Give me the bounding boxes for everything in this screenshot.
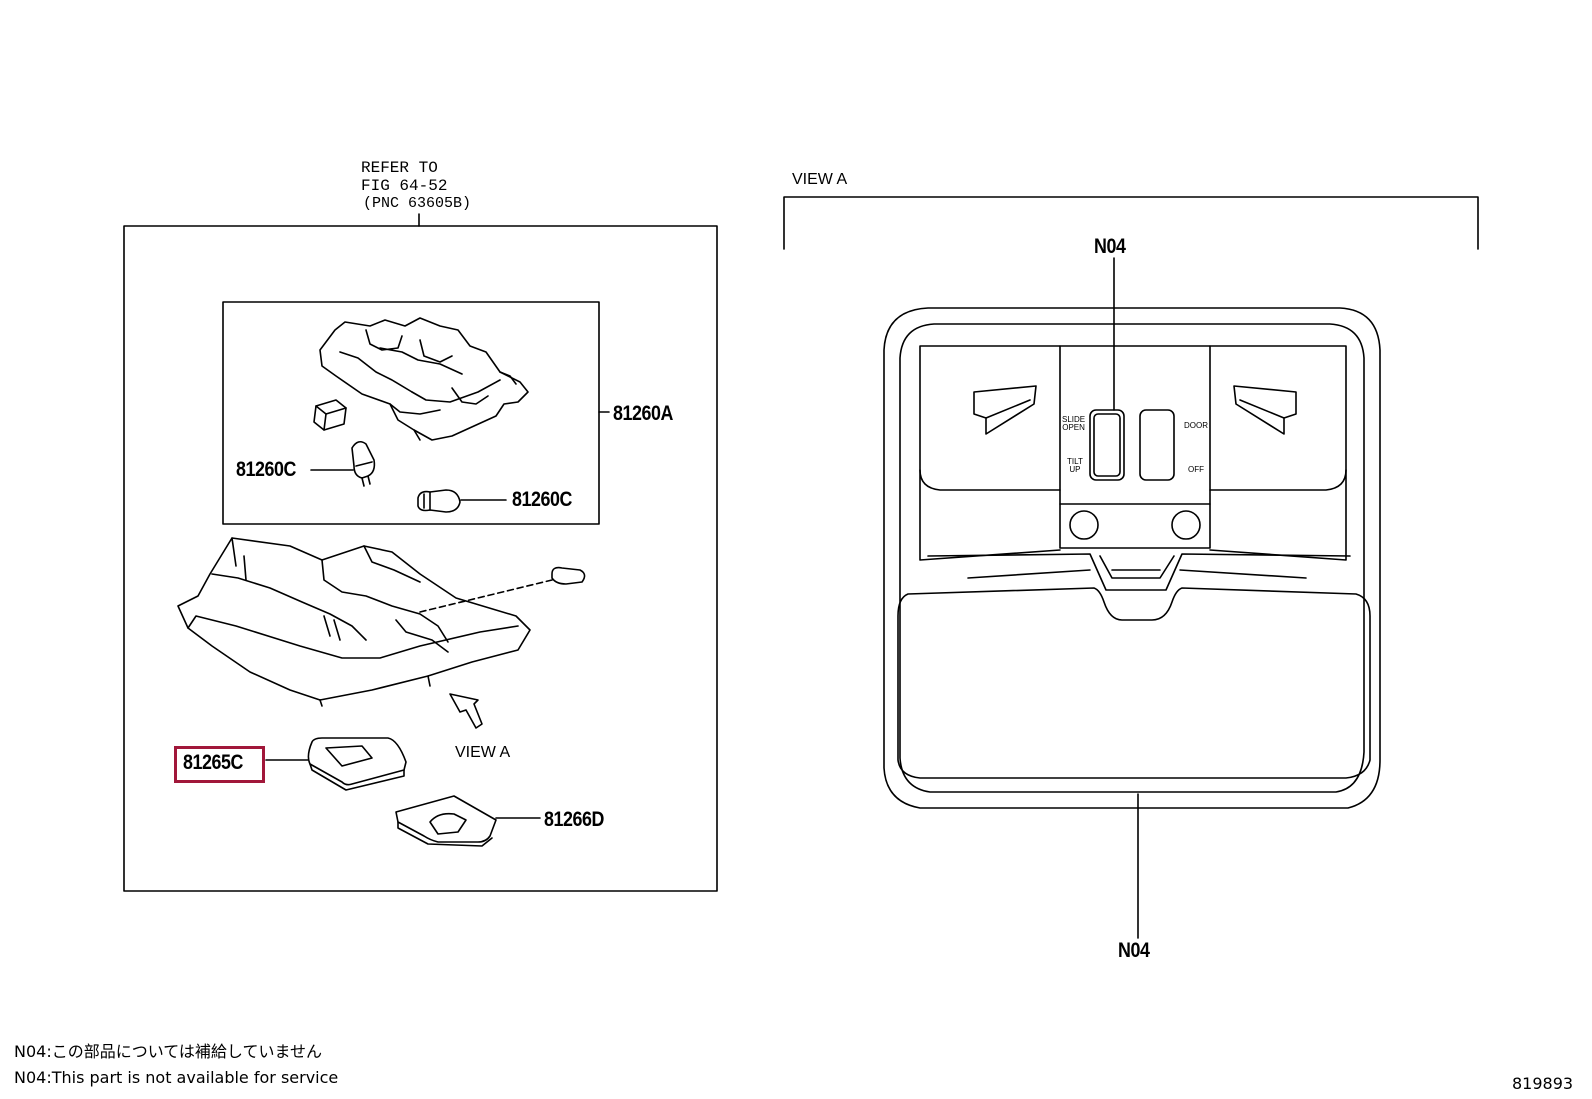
slide-label: SLIDE	[1062, 415, 1086, 424]
view-a-label-left: VIEW A	[455, 744, 511, 761]
door-label: DOOR	[1184, 421, 1208, 430]
slide-open-label: SLIDE OPEN	[1062, 415, 1086, 433]
clip-drawing	[551, 566, 586, 585]
part-label-81265c[interactable]: 81265C	[183, 751, 243, 774]
part-label-81260c-left[interactable]: 81260C	[236, 458, 296, 481]
up-label: UP	[1069, 465, 1081, 475]
bulb-subassembly-frame	[222, 301, 600, 525]
lamp-housing-drawing	[177, 537, 531, 707]
note-japanese: N04:この部品については補給していません	[14, 1042, 322, 1061]
lamp-socket-drawing	[319, 317, 529, 441]
bulb-81260c-left-drawing	[351, 440, 376, 487]
refer-to-line-3: (PNC 63605B)	[363, 195, 472, 212]
view-a-label-right: VIEW A	[792, 171, 848, 188]
console-view-drawing	[883, 307, 1381, 809]
part-label-81260c-right[interactable]: 81260C	[512, 488, 572, 511]
part-label-81260a[interactable]: 81260A	[613, 402, 673, 425]
highlight-box-81265c	[174, 746, 265, 783]
open-label: OPEN	[1062, 423, 1085, 433]
n04-label-bottom[interactable]: N04	[1118, 939, 1150, 962]
n04-label-top[interactable]: N04	[1094, 235, 1126, 258]
tilt-label: TILT	[1067, 457, 1083, 466]
pad-81265c-drawing	[307, 737, 407, 791]
figure-number: 819893	[1512, 1074, 1574, 1093]
view-a-bracket	[783, 196, 1479, 250]
bulb-81260c-right-drawing	[417, 489, 461, 513]
view-a-arrow	[449, 693, 483, 729]
assembly-frame	[123, 225, 718, 892]
pad-81266d-drawing	[395, 795, 497, 847]
tilt-up-label: TILT UP	[1067, 457, 1083, 475]
off-label: OFF	[1188, 465, 1204, 474]
note-english: N04:This part is not available for servi…	[14, 1068, 339, 1087]
socket-clip-drawing	[313, 399, 347, 431]
refer-to-line-2: FIG 64-52	[361, 177, 448, 195]
refer-to-line-1: REFER TO	[361, 159, 438, 177]
part-label-81266d[interactable]: 81266D	[544, 808, 604, 831]
